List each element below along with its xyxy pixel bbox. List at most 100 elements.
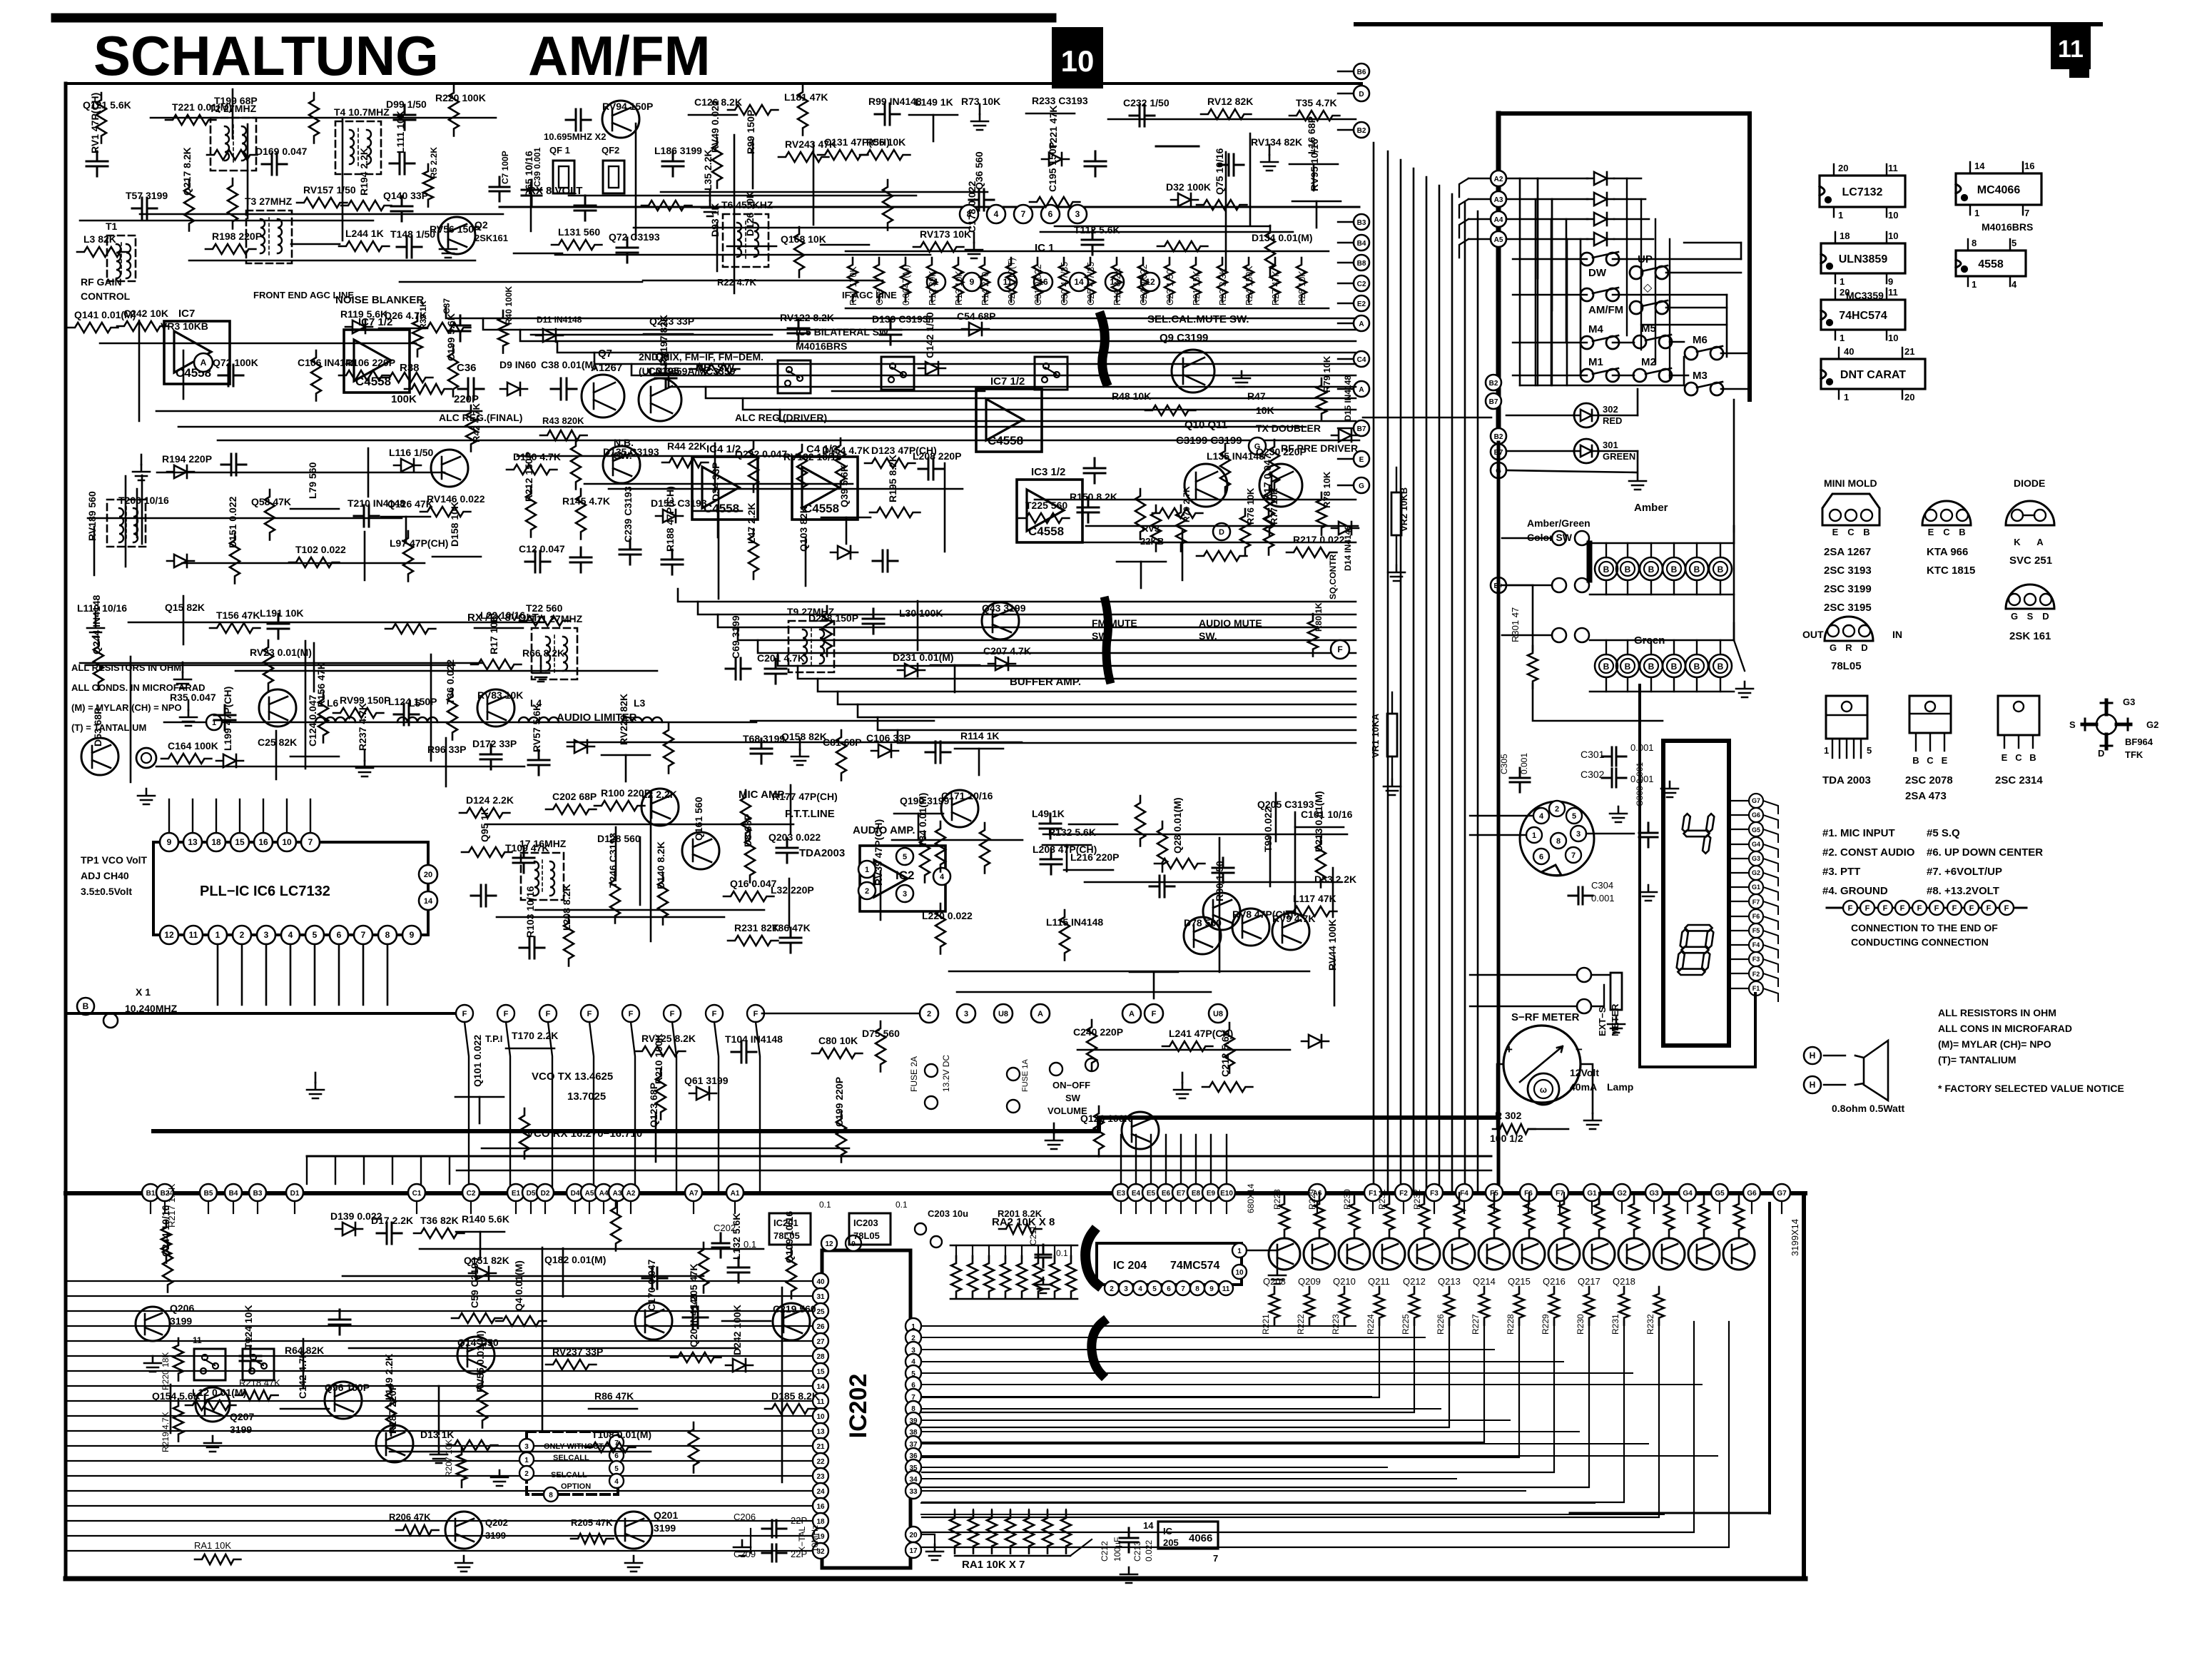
svg-text:ω: ω (1540, 1085, 1547, 1095)
svg-text:36: 36 (909, 1452, 918, 1460)
svg-text:B: B (1912, 755, 1919, 766)
svg-text:F: F (1934, 904, 1939, 913)
svg-text:18: 18 (211, 837, 221, 847)
svg-text:L12 0.01(M): L12 0.01(M) (192, 1387, 246, 1398)
svg-text:4: 4 (1539, 812, 1544, 821)
svg-text:T148 1/50: T148 1/50 (390, 228, 435, 240)
svg-text:* FACTORY SELECTED VALUE N: * FACTORY SELECTED VALUE NOTICE (1938, 1083, 2124, 1094)
svg-text:D53 68P: D53 68P (92, 708, 103, 747)
svg-text:220P: 220P (454, 393, 479, 405)
svg-text:Q10 Q11: Q10 Q11 (1184, 419, 1227, 431)
svg-text:40mA: 40mA (1570, 1081, 1597, 1093)
svg-text:M4: M4 (1588, 323, 1603, 335)
svg-text:C36: C36 (457, 362, 477, 374)
svg-text:L117 47K: L117 47K (1293, 893, 1336, 904)
svg-text:C37: C37 (442, 298, 452, 314)
svg-text:D213 0.01(M): D213 0.01(M) (1313, 791, 1324, 852)
svg-text:G: G (1359, 482, 1364, 490)
svg-text:VOLUME: VOLUME (1047, 1105, 1087, 1116)
svg-text:R78 10K: R78 10K (1321, 471, 1332, 508)
svg-text:L3: L3 (634, 697, 646, 709)
svg-text:4: 4 (614, 1478, 619, 1486)
svg-text:100μF: 100μF (1112, 1537, 1122, 1562)
svg-text:C201 4.7K: C201 4.7K (757, 652, 805, 664)
svg-text:10: 10 (282, 837, 292, 847)
svg-text:C212 5.6K: C212 5.6K (1219, 1029, 1231, 1077)
svg-text:R145 4.7K: R145 4.7K (562, 495, 610, 507)
svg-text:DW: DW (1588, 267, 1607, 279)
svg-text:Q218: Q218 (1613, 1276, 1635, 1287)
svg-text:2: 2 (865, 887, 869, 896)
svg-text:Amber/Green: Amber/Green (1527, 517, 1590, 529)
svg-text:C24 0.022: C24 0.022 (1139, 264, 1149, 305)
svg-text:C203 10u: C203 10u (928, 1208, 968, 1219)
svg-text:L6: L6 (327, 697, 339, 709)
svg-text:0.8ohm 0.5Watt: 0.8ohm 0.5Watt (1832, 1103, 1905, 1114)
svg-text:12Volt: 12Volt (1570, 1067, 1599, 1078)
svg-text:D8 68P: D8 68P (742, 814, 754, 847)
svg-text:Q75 10/16: Q75 10/16 (1214, 148, 1225, 195)
svg-text:R35 0.047: R35 0.047 (170, 692, 216, 703)
svg-text:E7: E7 (1177, 1190, 1186, 1198)
svg-text:16: 16 (816, 1503, 825, 1511)
svg-text:R17 10K: R17 10K (488, 615, 499, 654)
svg-text:G2: G2 (2146, 719, 2158, 730)
svg-text:M6: M6 (1693, 334, 1708, 346)
svg-text:Q141 0.01(M): Q141 0.01(M) (74, 309, 136, 320)
svg-text:E1: E1 (512, 1190, 521, 1198)
svg-text:C202 68P: C202 68P (552, 791, 597, 802)
svg-text:T102 0.022: T102 0.022 (295, 544, 346, 555)
svg-text:D9 IN60: D9 IN60 (499, 359, 537, 370)
svg-text:RV173 10K: RV173 10K (920, 228, 971, 240)
svg-text:100 1/2: 100 1/2 (1490, 1133, 1523, 1144)
svg-text:11: 11 (1888, 287, 1898, 298)
svg-text:23: 23 (816, 1473, 825, 1481)
svg-text:D126 10K: D126 10K (744, 191, 756, 236)
svg-text:PLL−IC IC6 LC7132: PLL−IC IC6 LC7132 (200, 884, 330, 899)
svg-text:C38 0.01(M): C38 0.01(M) (541, 359, 597, 370)
svg-text:G3: G3 (2123, 697, 2135, 707)
svg-text:L30 100K: L30 100K (899, 607, 943, 619)
svg-text:L111 10K: L111 10K (395, 111, 406, 153)
svg-text:MC4066: MC4066 (1977, 184, 2021, 196)
svg-text:R28 10K: R28 10K (1297, 270, 1307, 305)
svg-text:A2: A2 (626, 1190, 636, 1198)
svg-text:31: 31 (816, 1293, 825, 1301)
svg-text:E10: E10 (1220, 1190, 1233, 1198)
svg-text:C69 3199: C69 3199 (730, 615, 741, 659)
svg-text:22P: 22P (791, 1549, 807, 1559)
svg-text:L131 560: L131 560 (558, 226, 600, 238)
svg-text:T99 0.022: T99 0.022 (1262, 807, 1274, 852)
svg-text:33: 33 (909, 1488, 918, 1496)
svg-text:10: 10 (1235, 1269, 1244, 1277)
svg-text:11: 11 (1222, 1285, 1230, 1293)
svg-text:M3: M3 (1693, 370, 1708, 382)
svg-text:L149 2.2K: L149 2.2K (383, 1354, 395, 1400)
svg-text:7: 7 (1181, 1285, 1185, 1293)
svg-text:D99 1/50: D99 1/50 (386, 98, 427, 110)
svg-text:C301: C301 (1581, 749, 1605, 760)
svg-text:C209: C209 (734, 1549, 756, 1559)
svg-text:TDA2003: TDA2003 (799, 847, 845, 859)
svg-text:C2: C2 (467, 1190, 476, 1198)
svg-text:R230: R230 (1342, 1189, 1352, 1210)
svg-text:11: 11 (1888, 163, 1898, 173)
svg-text:R231 82K: R231 82K (734, 922, 779, 933)
svg-text:10: 10 (1888, 333, 1898, 343)
svg-text:Q201: Q201 (654, 1509, 678, 1521)
svg-text:Q151 82K: Q151 82K (464, 1255, 509, 1266)
svg-text:D15 IN4148: D15 IN4148 (1343, 375, 1353, 421)
svg-text:D139 0.022: D139 0.022 (330, 1210, 382, 1222)
svg-text:R229: R229 (1541, 1314, 1551, 1335)
svg-text:R220 18K: R220 18K (161, 1352, 171, 1390)
svg-text:#8. +13.2VOLT: #8. +13.2VOLT (1927, 885, 1999, 897)
svg-text:E9: E9 (1207, 1190, 1216, 1198)
svg-text:(M)= MYLAR (CH)= NPO: (M)= MYLAR (CH)= NPO (1938, 1038, 2051, 1050)
svg-text:Q211: Q211 (1368, 1276, 1390, 1287)
svg-text:T109 47K: T109 47K (505, 842, 549, 854)
svg-text:F: F (1152, 1010, 1157, 1018)
svg-text:2: 2 (911, 1335, 915, 1342)
svg-text:C304: C304 (1591, 880, 1613, 891)
svg-text:OPTION: OPTION (561, 1482, 591, 1491)
svg-text:Q223 33P: Q223 33P (649, 315, 694, 327)
